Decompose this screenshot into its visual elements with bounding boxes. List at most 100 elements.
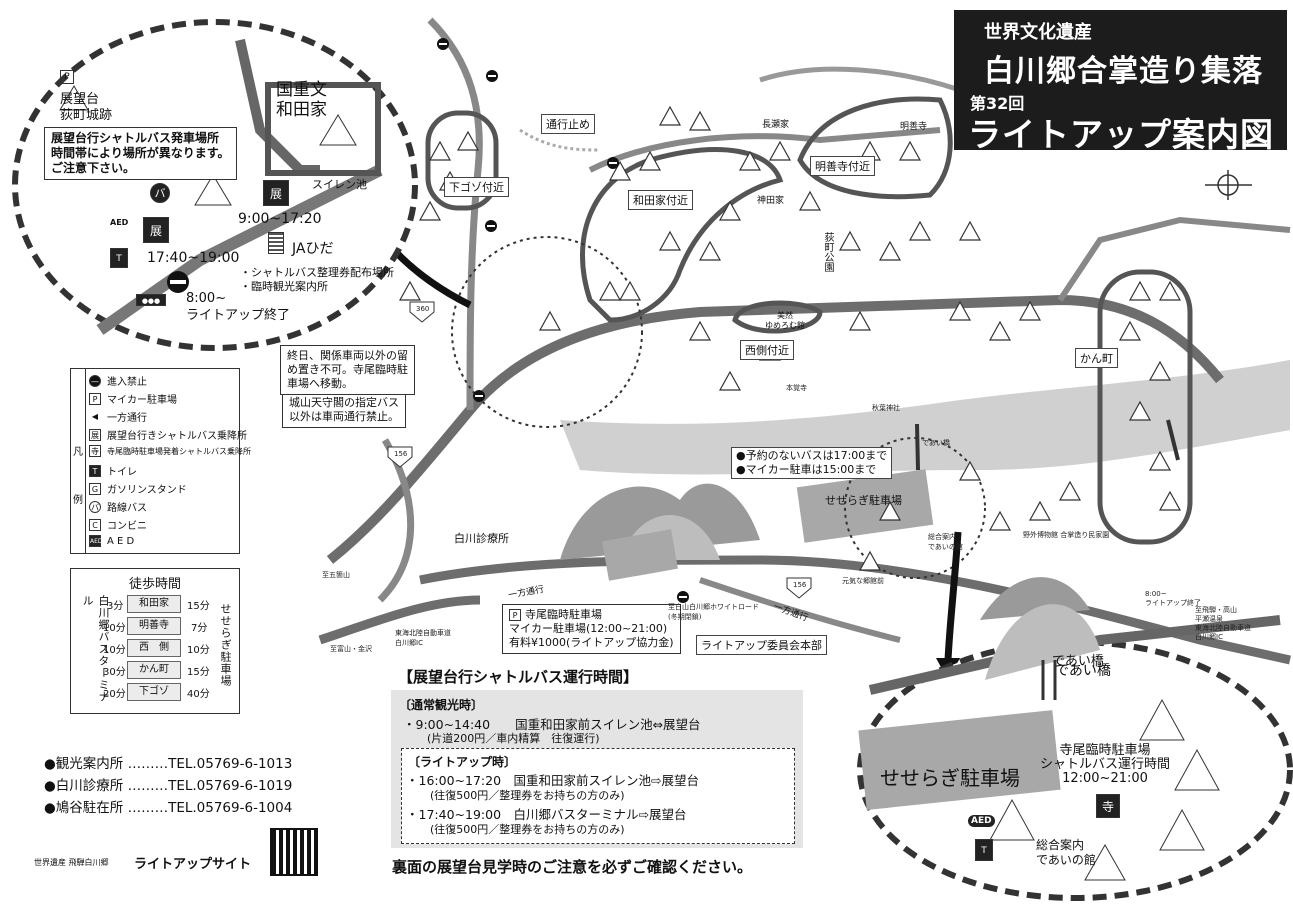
road-lower [699, 577, 901, 643]
arrow-to-right-zoom [944, 531, 962, 661]
bus-notes: ●予約のないバスは17:00まで ●マイカー駐車は15:00まで [731, 447, 893, 479]
terminal-vertical: 白川郷バスターミナル [81, 595, 110, 703]
fee-label: 有料¥1000(ライトアップ協力金) [509, 636, 674, 649]
gas-station-icon: G [89, 482, 101, 495]
ja-note-1: ・シャトルバス整理券配布場所 [240, 266, 394, 279]
deaibashi-small-label: であい橋 [922, 439, 950, 447]
right-bridge-label: であい橋 [1055, 663, 1111, 679]
toilet-icon: T [110, 246, 128, 268]
to-toyama: 至富山・金沢 [330, 645, 372, 653]
legend-side-label: 凡 例 [73, 447, 83, 506]
road-closed-label: 通行止め [541, 114, 595, 134]
nagase-label: 長瀬家 [762, 120, 790, 130]
road-ne [759, 66, 961, 93]
edition-label: 第32回 [970, 94, 1025, 113]
mycar-label: マイカー駐車場(12:00~21:00) [509, 622, 668, 635]
route-156a: 156 [394, 450, 408, 458]
right-parking-label: せせらぎ駐車場 [880, 766, 1020, 790]
route-156b: 156 [793, 581, 807, 589]
seseragi-small-label: せせらぎ駐車場 [825, 494, 902, 507]
kanmachi-route [1097, 269, 1193, 545]
white-road-label: 至白山白川郷ホワイトロード (冬期閉鎖) [668, 603, 759, 621]
page-title: ライトアップ案内図 [968, 115, 1274, 154]
to-shirakawa-ic: 東海北陸自動車道 白川郷IC [395, 629, 451, 647]
normal-title: 〔通常観光時〕 [399, 698, 484, 712]
schedule-panel: 〔通常観光時〕 ・9:00~14:40 国重和田家前スイレン池⇔展望台 (片道2… [391, 690, 803, 848]
honkakuji-label: 本覚寺 [786, 384, 807, 392]
contact-row: ●白川診療所 ………TEL.05769-6-1019 [44, 778, 293, 794]
aed-icon: AED [89, 535, 103, 547]
walk-time-header: 徒歩時間 [128, 577, 181, 592]
no-entry-icon: — [89, 374, 101, 387]
legend-item: ◀一方通行 [89, 409, 147, 425]
wadake-area-label: 和田家付近 [628, 190, 693, 210]
shuttle-stop-icon: 展 [89, 428, 101, 441]
toilet-icon: T [89, 464, 101, 477]
legend-item: バ路線バス [89, 500, 147, 514]
legend-item: 寺寺尾臨時駐車場発着シャトルバス乗降所 [89, 445, 251, 457]
lightup-end-label: 8:00~ ライトアップ終了 [186, 291, 291, 323]
lightup-panel: 〔ライトアップ時〕 ・16:00~17:20 国重和田家前スイレン池⇨展望台 (… [401, 748, 795, 844]
closed-note: 終日、関係車両以外の留 め置き不可。寺尾臨時駐 車場へ移動。 [280, 345, 415, 395]
notice-text: 裏面の展望台見学時のご注意を必ずご確認ください。 [392, 858, 753, 876]
to-takayama: 至飛騨・高山 平瀬温泉 東海北陸自動車道 白川郷IC [1195, 606, 1251, 641]
ganka-label: 元気な郷館前 [842, 577, 884, 585]
qr-code-icon[interactable] [270, 828, 318, 876]
road-east [1057, 216, 1291, 302]
wada-house-label: 国重文 和田家 [276, 80, 327, 120]
site-label[interactable]: ライトアップサイト [134, 857, 252, 872]
deai-dotted-circle [844, 437, 986, 579]
castle-ruins-label: 荻町城跡 [60, 108, 113, 123]
pond-label: スイレン池 [312, 178, 367, 191]
right-shuttle-label: 寺尾臨時駐車場 シャトルバス運行時間 12:00~21:00 [1040, 743, 1171, 786]
nishi-route [732, 300, 823, 334]
committee-label: ライトアップ委員会本部 [696, 635, 827, 655]
myozenji-temple-label: 明善寺 [900, 122, 928, 132]
to-gokayama: 至五箇山 [322, 571, 350, 579]
terao-shuttle-icon: 寺 [89, 445, 101, 457]
legend-item: 展展望台行きシャトルバス乗降所 [89, 428, 247, 442]
myozenji-route [797, 96, 953, 200]
river [560, 360, 1290, 475]
lightup-line-2: (往復500円／整理券をお持ちの方のみ) [430, 789, 625, 802]
road-west [318, 595, 481, 645]
village-name: 白川郷合掌造り集落 [984, 54, 1263, 89]
myozenji-area-label: 明善寺付近 [810, 156, 875, 176]
title-banner: 世界文化遺産 白川郷合掌造り集落 第32回 ライトアップ案内図 [954, 10, 1287, 154]
parking-icon: P [89, 392, 101, 405]
lightup-line-3: ・17:40~19:00 白川郷バスターミナル⇨展望台 [406, 807, 687, 822]
right-toilet-icon: T [975, 838, 993, 861]
kanmachi-label: かん町 [1075, 348, 1118, 368]
bus-note-2: ●マイカー駐車は15:00まで [736, 463, 877, 476]
seseragi-parking-lot [796, 469, 934, 543]
contact-row: ●観光案内所 ………TEL.05769-6-1013 [44, 756, 293, 772]
akiba-label: 秋葉神社 [872, 404, 900, 412]
bus-time-2: 17:40~19:00 [147, 250, 240, 266]
ogimachi-park-label: 荻町公園 [822, 232, 833, 272]
arrow-left-icon: ◀ [91, 411, 99, 421]
seseragi-vertical: せせらぎ駐車場 [219, 603, 232, 687]
route-360: 360 [416, 305, 430, 313]
normal-line-2: (片道200円／車内精算 往復運行) [427, 732, 600, 745]
bus-icon: バ [89, 500, 101, 513]
route-360-badge [409, 301, 435, 323]
lightup-title: 〔ライトアップ時〕 [408, 755, 517, 769]
kanda-label: 神田家 [757, 196, 785, 206]
normal-line-1: ・9:00~14:40 国重和田家前スイレン池⇔展望台 [403, 717, 701, 732]
bus-stop-icon: バ [150, 182, 170, 203]
sogo-small: 総合案内 であいの館 [928, 533, 963, 551]
traffic-light-icon: ●●● [136, 288, 166, 307]
schedule-title: 【展望台行シャトルバス運行時間】 [398, 668, 639, 686]
contact-row: ●鳩谷駐在所 ………TEL.05769-6-1004 [44, 800, 293, 816]
